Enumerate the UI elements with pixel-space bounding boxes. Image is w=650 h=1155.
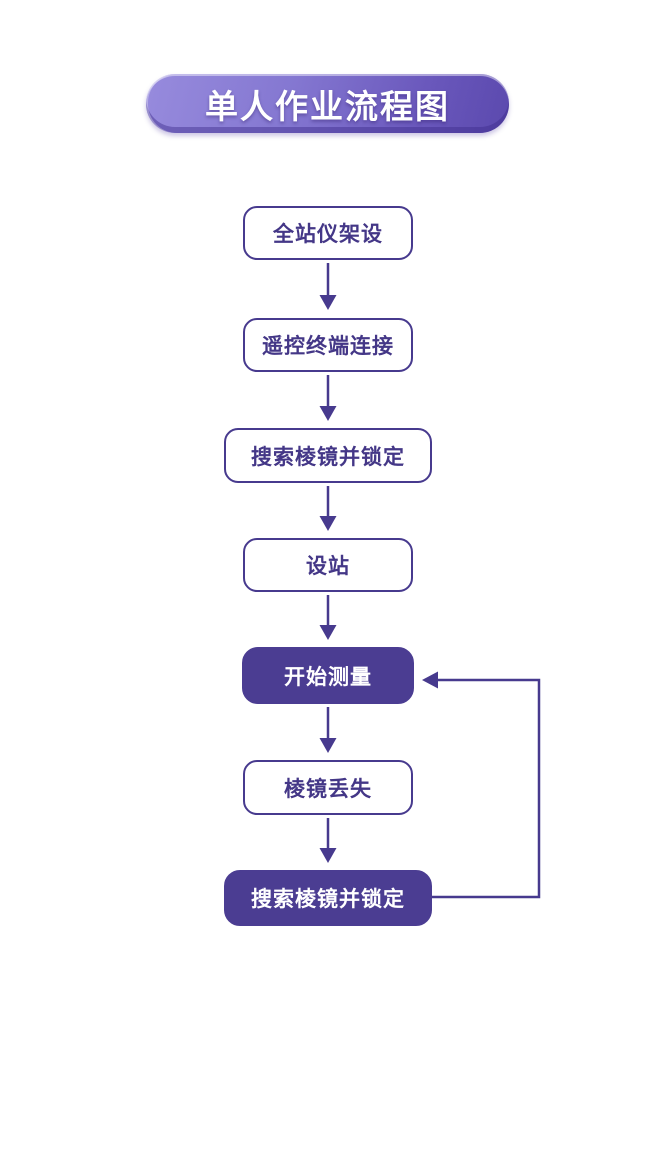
arrow-down-6 (319, 818, 337, 863)
node-label: 遥控终端连接 (262, 335, 394, 358)
node-search-lock-prism: 搜索棱镜并锁定 (224, 428, 432, 483)
node-search-lock-prism-again: 搜索棱镜并锁定 (224, 870, 432, 926)
arrow-down-2 (319, 375, 337, 421)
node-remote-terminal-connect: 遥控终端连接 (243, 318, 413, 372)
node-prism-lost: 棱镜丢失 (243, 760, 413, 815)
title-banner: 单人作业流程图 (146, 74, 509, 133)
node-label: 全站仪架设 (273, 223, 383, 246)
arrow-down-4 (319, 595, 337, 640)
node-label: 搜索棱镜并锁定 (251, 445, 405, 469)
page-title: 单人作业流程图 (205, 87, 450, 125)
node-start-measurement: 开始测量 (242, 647, 414, 704)
node-label: 棱镜丢失 (284, 777, 372, 801)
node-set-station: 设站 (243, 538, 413, 592)
loop-back-connector (422, 671, 541, 899)
arrow-down-5 (319, 707, 337, 753)
node-label: 搜索棱镜并锁定 (251, 888, 405, 911)
node-label: 设站 (306, 555, 350, 578)
arrow-down-3 (319, 486, 337, 531)
node-total-station-setup: 全站仪架设 (243, 206, 413, 260)
node-label: 开始测量 (284, 665, 372, 689)
arrow-down-1 (319, 263, 337, 310)
